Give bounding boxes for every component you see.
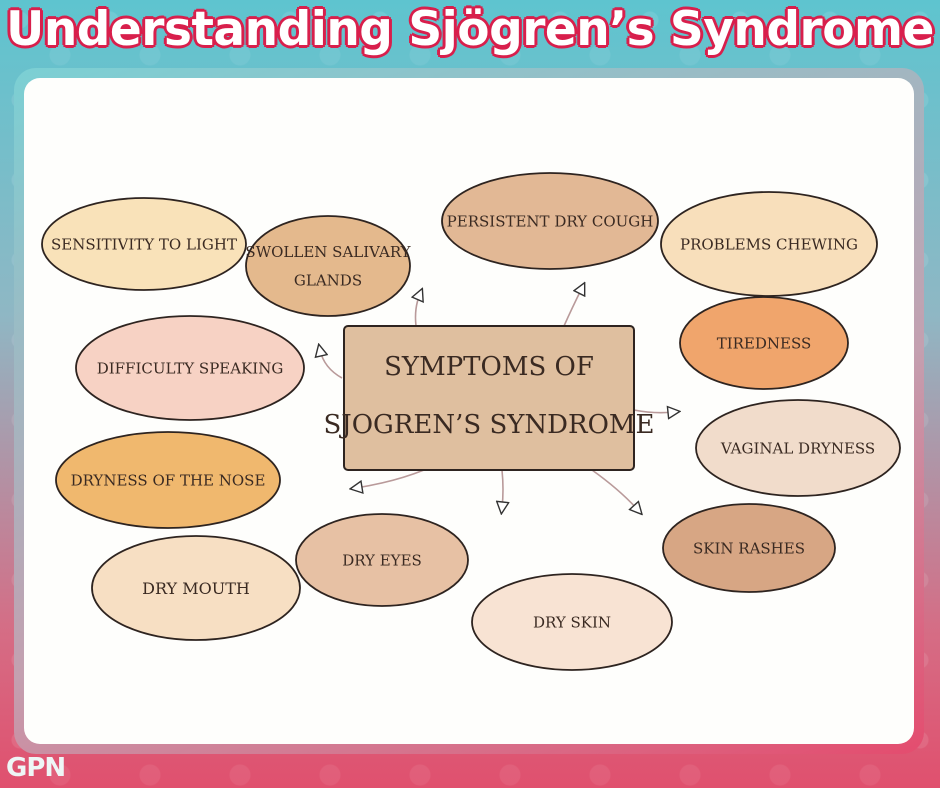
symptom-ellipse [75, 315, 305, 421]
symptom-label: DRY MOUTH [142, 579, 250, 598]
connector-arrow [416, 294, 421, 327]
symptom-ellipse [695, 399, 901, 497]
symptom-persistent-dry-cough: PERSISTENT DRY COUGH [441, 172, 659, 270]
symptom-swollen-salivary-glands: SWOLLEN SALIVARY GLANDS [245, 215, 412, 317]
symptom-label: SKIN RASHES [693, 539, 805, 557]
symptom-ellipse [679, 296, 849, 390]
symptom-ellipse [91, 535, 301, 641]
connector-arrow [502, 469, 503, 508]
symptom-ellipse [662, 503, 836, 593]
gpn-logo: GPN [6, 753, 66, 783]
symptom-dry-mouth: DRY MOUTH [91, 535, 301, 641]
connector-arrow [320, 350, 343, 379]
symptom-ellipse [441, 172, 659, 270]
symptom-sensitivity-to-light: SENSITIVITY TO LIGHT [41, 197, 247, 291]
symptom-nodes: SENSITIVITY TO LIGHT SWOLLEN SALIVARY GLAN… [41, 172, 901, 671]
symptom-ellipse [471, 573, 673, 671]
diagram-card: SENSITIVITY TO LIGHT SWOLLEN SALIVARY GLAN… [24, 78, 914, 744]
connector-arrow [633, 410, 674, 413]
connector-arrow [591, 469, 638, 510]
symptom-difficulty-speaking: DIFFICULTY SPEAKING [75, 315, 305, 421]
page-title: Understanding Sjögren’s Syndrome [6, 2, 934, 57]
symptom-ellipse [245, 215, 411, 317]
symptom-label: DRY SKIN [533, 613, 611, 631]
symptom-vaginal-dryness: VAGINAL DRYNESS [695, 399, 901, 497]
symptom-tiredness: TIREDNESS [679, 296, 849, 390]
symptom-dry-skin: DRY SKIN [471, 573, 673, 671]
symptom-label: SWOLLEN SALIVARY [245, 243, 411, 261]
symptom-label: TIREDNESS [717, 334, 812, 352]
symptom-ellipse [55, 431, 281, 529]
symptom-mind-map: SENSITIVITY TO LIGHT SWOLLEN SALIVARY GLAN… [41, 172, 901, 671]
symptom-problems-chewing: PROBLEMS CHEWING [660, 191, 878, 297]
symptom-label: VAGINAL DRYNESS [720, 439, 875, 457]
connector-arrow [563, 288, 582, 327]
center-rect [343, 325, 635, 471]
symptom-label: DRYNESS OF THE NOSE [71, 471, 266, 489]
symptom-label: SENSITIVITY TO LIGHT [51, 235, 237, 253]
symptom-skin-rashes: SKIN RASHES [662, 503, 836, 593]
symptom-ellipse [660, 191, 878, 297]
center-title-line: SYMPTOMS OF [384, 352, 594, 382]
connector-lines [320, 288, 674, 510]
symptom-dry-eyes: DRY EYES [295, 513, 469, 607]
symptom-label: DIFFICULTY SPEAKING [97, 359, 284, 377]
symptom-ellipse [41, 197, 247, 291]
connector-arrow [356, 469, 425, 488]
symptom-label: GLANDS [294, 272, 362, 290]
center-title-line: SJOGREN’S SYNDROME [323, 410, 654, 440]
symptom-label: PERSISTENT DRY COUGH [447, 212, 654, 230]
symptom-ellipse [295, 513, 469, 607]
center-box: SYMPTOMS OF SJOGREN’S SYNDROME [323, 325, 655, 471]
symptom-label: PROBLEMS CHEWING [680, 235, 858, 253]
symptom-dryness-of-the-nose: DRYNESS OF THE NOSE [55, 431, 281, 529]
symptom-label: DRY EYES [342, 551, 422, 569]
